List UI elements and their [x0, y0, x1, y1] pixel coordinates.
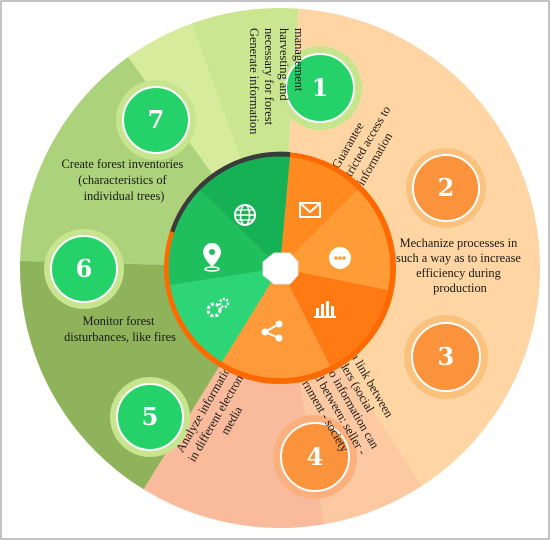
center-octagon [262, 252, 299, 285]
svg-text:Mechanize processes in s: Mechanize processes in such a way as to … [396, 236, 524, 295]
bar-chart-icon [314, 301, 336, 318]
monitor-line-1: Monitor forest [82, 314, 154, 328]
badge-6: 6 [44, 229, 124, 309]
segment-1-line-2: necessary for forest [262, 28, 276, 126]
badge-2: 2 [406, 148, 486, 228]
inner-slice-globe [200, 156, 290, 268]
create-line-1: Create forest inventories [62, 157, 184, 171]
create-line-3: individual trees) [84, 189, 165, 203]
badge-1: 1 [278, 46, 362, 130]
badge-4: 4 [273, 415, 357, 499]
badge-number-2: 2 [438, 173, 455, 202]
mechanize-line-4: production [433, 281, 487, 295]
gears-icon [206, 297, 230, 318]
mechanize-line-1: Mechanize processes in [400, 236, 518, 250]
segment-text-monitor: Monitor forest disturbances, like fires [64, 314, 176, 344]
segment-1-line-4: management [292, 28, 306, 92]
create-line-2: (characteristics of [78, 173, 167, 187]
globe-icon [234, 204, 256, 226]
mail-icon [299, 202, 321, 218]
mechanize-line-2: such a way as to increase [396, 251, 521, 265]
inner-wheel [164, 151, 396, 384]
segment-text-create: Create forest inventories (characteristi… [62, 157, 187, 203]
svg-text:Generate information nec: Generate information necessary for fores… [247, 28, 306, 137]
badge-number-1: 1 [312, 73, 329, 102]
badge-number-7: 7 [148, 105, 165, 134]
inner-slice-gears [170, 268, 280, 362]
segment-1-line-3: harvesting and [277, 28, 291, 101]
inner-slice-chat [280, 190, 391, 290]
segment-text-1: Generate information necessary for fores… [247, 28, 306, 137]
inner-slice-pin [168, 190, 280, 285]
badge-number-4: 4 [307, 442, 324, 471]
segment-text-mechanize: Mechanize processes in such a way as to … [396, 236, 524, 295]
badge-5: 5 [110, 377, 190, 457]
segment-1-line-1: Generate information [247, 28, 261, 134]
mechanize-line-3: efficiency during [416, 266, 501, 280]
location-pin-icon [203, 243, 221, 272]
badge-number-6: 6 [76, 254, 93, 283]
svg-text:Monitor forest disturban: Monitor forest disturbances, like fires [64, 314, 176, 344]
badge-number-5: 5 [142, 402, 159, 431]
svg-text:Create forest inventories: Create forest inventories (characteristi… [62, 157, 187, 203]
inner-ring-dark-arc [170, 151, 291, 233]
badge-3: 3 [404, 315, 488, 399]
chat-icon [329, 247, 351, 269]
monitor-line-2: disturbances, like fires [64, 330, 176, 344]
badge-7: 7 [116, 80, 196, 160]
share-icon [261, 320, 283, 342]
badge-number-3: 3 [438, 342, 455, 371]
